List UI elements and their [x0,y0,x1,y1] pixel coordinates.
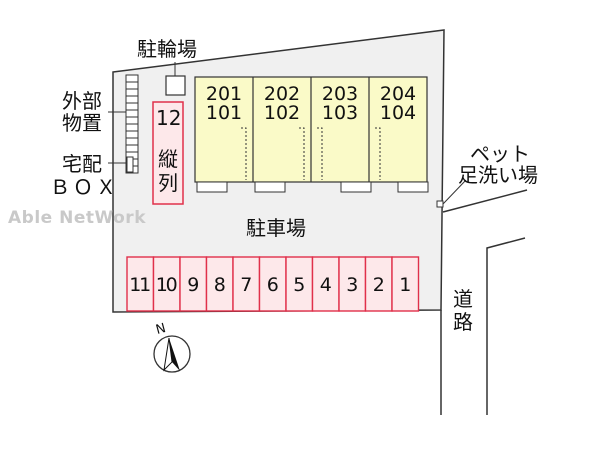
outdoor-storage [125,74,139,174]
outdoor-storage-label-1: 外部 [62,89,102,113]
entrance-step [397,181,429,193]
tandem-space-char-1: 縦 [158,147,178,171]
parking-space-8 [205,256,234,312]
parking-lot-label: 駐車場 [246,216,306,240]
parking-space-number: 6 [267,274,279,296]
entrance-step [340,181,372,193]
parking-space-number: 3 [346,274,358,296]
watermark: Able NetWork [8,208,146,228]
parking-space-6 [258,256,287,312]
parking-space-9 [179,256,208,312]
road-label-2: 路 [453,310,473,334]
pet-wash-label-2: 足洗い場 [458,163,538,187]
parking-space-number: 8 [214,274,226,296]
unit-101: 101 [205,102,243,124]
unit-102: 102 [263,102,301,124]
unit-104: 104 [379,102,417,124]
delivery-box [126,156,134,173]
parking-space-3 [338,256,367,312]
tandem-space-number: 12 [156,106,182,130]
entrance-step [196,181,228,193]
parking-space-number: 1 [399,274,411,296]
delivery-box-label-1: 宅配 [62,152,102,176]
unit-202: 202 [263,83,301,105]
outdoor-storage-label-2: 物置 [62,111,102,135]
parking-space-2 [364,256,393,312]
delivery-box-label-2: ＢＯＸ [50,175,119,199]
unit-203: 203 [321,83,359,105]
side-street-edge [442,189,528,213]
stair-marks [241,127,381,180]
parking-space-number: 2 [373,274,385,296]
tandem-space-char-2: 列 [158,171,178,195]
unit-201: 201 [205,83,243,105]
entrance-step [254,181,286,193]
road-edge-right [486,237,526,415]
parking-space-number: 11 [129,274,151,296]
parking-space-number: 5 [293,274,305,296]
parking-space-12 [152,101,184,205]
parking-space-number: 9 [187,274,199,296]
parking-space-number: 7 [240,274,252,296]
pet-wash-label-1: ペット [470,142,530,166]
bicycle-parking-area [165,75,186,96]
unit-204: 204 [379,83,417,105]
pet-wash-leader [442,179,467,205]
parking-space-4 [311,256,340,312]
pet-wash-station [436,200,444,208]
road-label-1: 道 [453,287,473,311]
parking-space-1 [391,256,420,312]
parking-space-11 [126,256,155,312]
bicycle-parking-label: 駐輪場 [137,37,197,61]
parking-space-number: 10 [156,274,178,296]
north-arrow [153,335,191,373]
parking-space-10 [152,256,181,312]
parking-space-number: 4 [320,274,332,296]
unit-103: 103 [321,102,359,124]
